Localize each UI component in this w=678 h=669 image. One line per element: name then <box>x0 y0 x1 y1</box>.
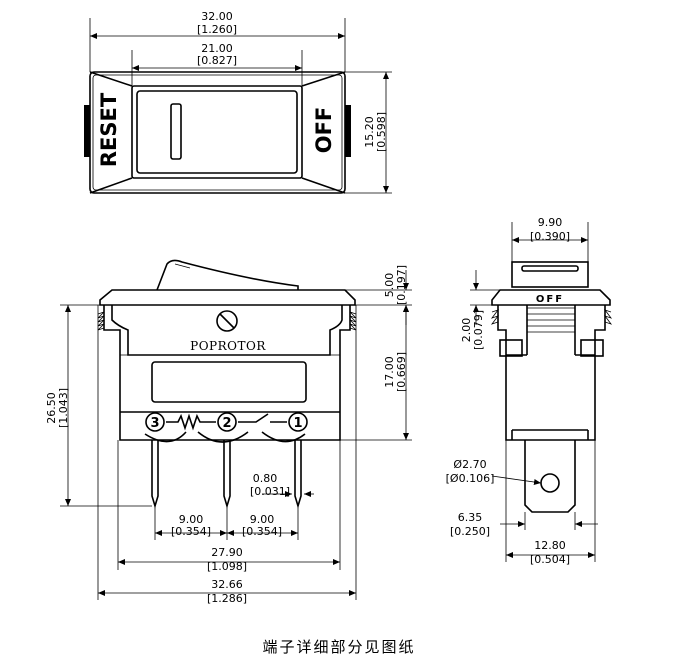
side-label-off: OFF <box>536 294 564 305</box>
dim-side-top: 9.90 <box>538 216 563 229</box>
dim-flange-in: [0.079] <box>472 310 485 350</box>
dim-side-body: 12.80 <box>534 539 566 552</box>
dim-body-in: [0.669] <box>395 352 408 392</box>
dim-top-width: 32.00 <box>201 10 233 23</box>
front-view: POPROTOR 3 2 1 5.00 [0.197] 17.00 [0.669… <box>45 259 412 605</box>
dim-overall-width: 32.66 <box>211 578 243 591</box>
dim-total-height-in: [1.043] <box>57 388 70 428</box>
label-reset: RESET <box>97 92 121 167</box>
dim-overall-width-in: [1.286] <box>207 592 247 605</box>
dim-body: 17.00 <box>383 356 396 388</box>
dim-pin-thickness-in: [0.031] <box>250 485 290 498</box>
dim-total-height: 26.50 <box>45 392 58 424</box>
side-view: 9.90 [0.390] OFF 2.00 <box>446 216 613 566</box>
dim-tab: 6.35 <box>458 511 483 524</box>
dim-pin-thickness: 0.80 <box>253 472 278 485</box>
label-off: OFF <box>312 107 336 154</box>
terminal-3: 3 <box>150 416 159 431</box>
dim-pitch-a-in: [0.354] <box>171 525 211 538</box>
dim-pitch-a: 9.00 <box>179 513 204 526</box>
dim-rocker: 5.00 <box>383 273 396 298</box>
dim-top-height: 15.20 <box>363 116 376 148</box>
terminal-1: 1 <box>293 416 302 431</box>
terminal-2: 2 <box>222 416 231 431</box>
dim-inner-width: 21.00 <box>201 42 233 55</box>
drawing-caption: 端子详细部分见图纸 <box>262 638 416 656</box>
dim-hole-in: [Ø0.106] <box>446 472 495 485</box>
dim-pitch-b: 9.00 <box>250 513 275 526</box>
dim-inner-width-in: [0.827] <box>197 54 237 67</box>
dim-pitch-b-in: [0.354] <box>242 525 282 538</box>
dim-tab-in: [0.250] <box>450 525 490 538</box>
brand-label: POPROTOR <box>190 339 266 353</box>
dim-side-top-in: [0.390] <box>530 230 570 243</box>
dim-top-height-in: [0.598] <box>375 112 388 152</box>
dim-side-body-in: [0.504] <box>530 553 570 566</box>
top-view: 32.00 [1.260] 21.00 [0.827] RESET OFF 15… <box>84 10 392 194</box>
dim-outer-pin: 27.90 <box>211 546 243 559</box>
dim-rocker-in: [0.197] <box>395 265 408 305</box>
dim-hole: Ø2.70 <box>453 458 486 471</box>
dim-outer-pin-in: [1.098] <box>207 560 247 573</box>
dim-top-width-in: [1.260] <box>197 23 237 36</box>
dim-flange: 2.00 <box>460 318 473 343</box>
